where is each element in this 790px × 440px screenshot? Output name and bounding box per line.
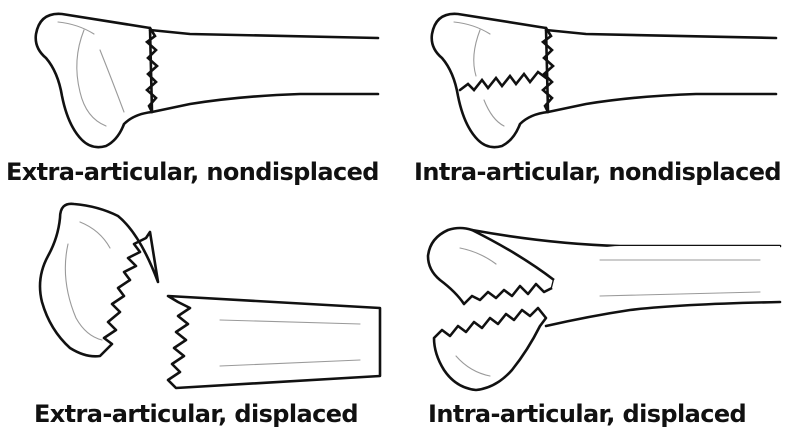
radius-shaft-bottom xyxy=(150,92,380,114)
panel-intra-articular-nondisplaced xyxy=(400,0,790,200)
fracture-line xyxy=(144,26,159,114)
bone-contour xyxy=(455,247,761,377)
radius-shaft-top xyxy=(544,28,778,40)
caption-intra-articular-nondisplaced: Intra-articular, nondisplaced xyxy=(414,158,782,186)
distal-radius-head xyxy=(430,12,550,149)
proximal-shaft-fragment xyxy=(166,294,382,390)
caption-intra-articular-displaced: Intra-articular, displaced xyxy=(428,400,747,428)
shaft-body xyxy=(546,246,780,326)
intra-articular-displaced-illustration xyxy=(426,226,782,392)
distal-fragment xyxy=(38,202,160,358)
shaft-contour xyxy=(219,319,361,367)
lower-articular-fragment xyxy=(432,306,548,392)
caption-extra-articular-nondisplaced: Extra-articular, nondisplaced xyxy=(6,158,379,186)
bone-contour xyxy=(64,221,111,341)
intra-articular-nondisplaced-illustration xyxy=(430,12,778,149)
radius-shaft-bottom xyxy=(544,300,782,328)
panel-intra-articular-displaced xyxy=(400,200,790,400)
panel-extra-articular-nondisplaced xyxy=(0,0,395,200)
extra-articular-nondisplaced-illustration xyxy=(34,12,380,149)
fracture-line-intra-articular xyxy=(458,70,548,92)
radius-shaft-top xyxy=(148,28,380,40)
distal-radius-head xyxy=(34,12,154,149)
radius-shaft-bottom xyxy=(546,92,778,114)
caption-extra-articular-displaced: Extra-articular, displaced xyxy=(34,400,359,428)
panel-extra-articular-displaced xyxy=(0,200,395,400)
radius-shaft-top xyxy=(470,228,782,248)
bone-contour xyxy=(57,21,125,127)
bone-contour xyxy=(453,21,505,127)
upper-articular-fragment xyxy=(426,226,556,306)
fracture-line-transverse xyxy=(540,26,555,114)
extra-articular-displaced-illustration xyxy=(38,202,382,390)
